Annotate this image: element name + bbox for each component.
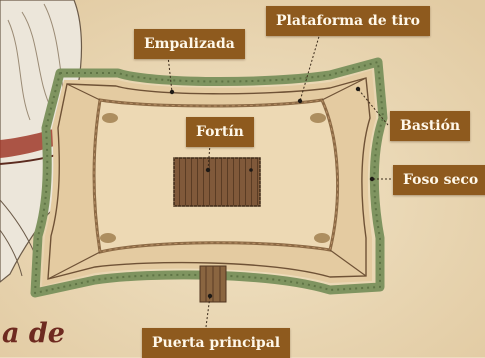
corner-shrubs	[100, 113, 330, 243]
label-plataforma-de-tiro: Plataforma de tiro	[266, 6, 431, 36]
marker-dots	[169, 86, 375, 299]
label-fortin: Fortín	[186, 117, 254, 147]
page-caption-fragment: a de	[2, 318, 65, 349]
leader-lines	[167, 32, 391, 328]
label-foso-seco: Foso seco	[393, 165, 485, 195]
bastion-lines	[47, 77, 367, 280]
main-gate	[199, 265, 227, 303]
label-puerta-principal: Puerta principal	[142, 328, 291, 358]
label-empalizada: Empalizada	[134, 29, 245, 59]
label-bastion: Bastión	[390, 111, 471, 141]
fortin-building	[173, 157, 261, 207]
